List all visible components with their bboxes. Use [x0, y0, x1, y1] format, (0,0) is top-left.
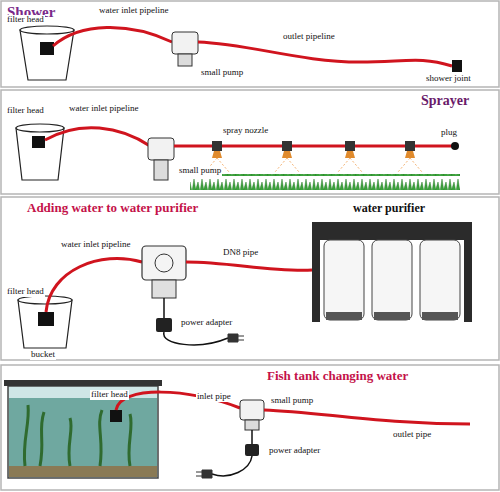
wire: [163, 298, 165, 318]
part-label: small pump: [200, 68, 244, 78]
part-label: power adapter: [180, 318, 233, 328]
grass: [190, 174, 460, 190]
bucket: [16, 124, 64, 180]
part-label: water inlet pipeline: [98, 6, 169, 16]
pump: [142, 246, 186, 298]
spray-nozzle: [212, 141, 415, 158]
filter-head: [110, 410, 122, 422]
part-label: inlet pipe: [196, 392, 232, 402]
inlet-pipe: [45, 128, 150, 146]
part-label: small pump: [178, 166, 222, 176]
panel-title: Fish tank changing water: [266, 369, 409, 383]
part-label: filter head: [90, 390, 129, 400]
part-label: plug: [440, 128, 458, 138]
part-label: outlet pipeline: [282, 32, 336, 42]
outlet-pipe: [198, 42, 452, 66]
part-label: shower joint: [425, 74, 472, 84]
filter-head: [38, 312, 54, 326]
part-label: water purifier: [352, 202, 426, 215]
part-label: filter head: [6, 15, 45, 25]
power-adapter: [245, 444, 259, 456]
part-label: outlet pipe: [392, 430, 432, 440]
part-label: power adapter: [268, 446, 321, 456]
spray-mist: [205, 158, 422, 172]
part-label: small pump: [270, 396, 314, 406]
inlet-pipe: [46, 259, 142, 312]
part-label: DN8 pipe: [222, 248, 259, 258]
wire: [164, 332, 228, 345]
pump: [148, 138, 174, 180]
part-label: water inlet pipeline: [60, 240, 131, 250]
water-purifier: [312, 222, 472, 322]
wire: [212, 456, 252, 476]
filter-head: [40, 42, 54, 55]
plug: [451, 142, 459, 150]
shower-joint: [452, 60, 462, 72]
pump: [240, 400, 264, 430]
inlet-pipe: [53, 27, 172, 46]
wire: [251, 430, 253, 444]
panel-title: Adding water to water purifier: [26, 201, 199, 215]
inlet-pipe: [116, 392, 240, 410]
panel-title: Sprayer: [420, 93, 470, 108]
part-label: bucket: [30, 350, 56, 360]
filter-head: [32, 136, 45, 148]
bucket: [18, 296, 72, 348]
mains-plug: [196, 470, 212, 478]
part-label: filter head: [6, 287, 45, 297]
part-label: water inlet pipeline: [68, 104, 139, 114]
dn8-pipe: [186, 262, 312, 270]
pump: [172, 32, 198, 66]
outlet-pipe: [264, 410, 470, 424]
bucket: [20, 26, 74, 80]
mains-plug: [228, 334, 244, 342]
power-adapter: [156, 318, 172, 332]
part-label: spray nozzle: [222, 126, 269, 136]
part-label: filter head: [6, 106, 45, 116]
